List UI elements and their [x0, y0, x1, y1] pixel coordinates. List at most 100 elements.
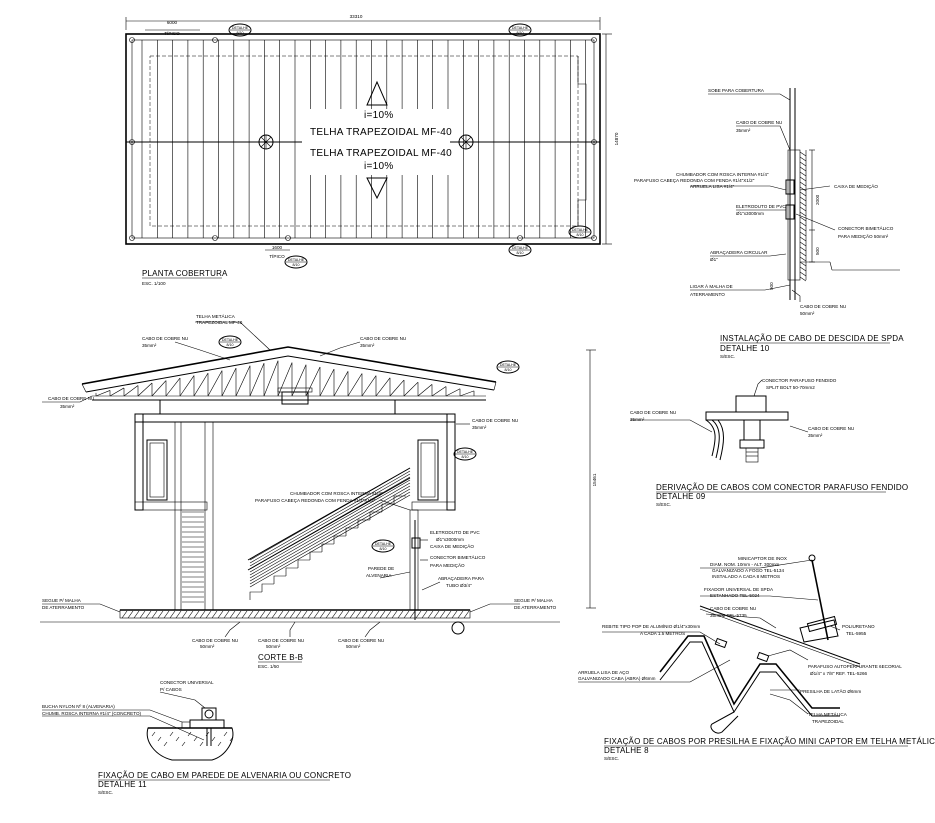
detail-09: CONECTOR PARAFUSO FENDIDO SPLIT BOLT 50-…	[630, 378, 908, 507]
sec-conector-1: CONECTOR BIMETÁLICO	[430, 554, 486, 560]
stair-step	[309, 551, 322, 560]
detail-bubble-bottom: 8/10	[517, 251, 524, 255]
sec-cabo-right: CABO DE COBRE NU	[472, 418, 518, 423]
d8-mini-3: GALVANIZADO A FOGO TEL-5134	[712, 568, 784, 573]
wall-hatch-line	[799, 266, 807, 272]
stair-step	[345, 527, 358, 536]
truss-diagonal	[459, 390, 475, 397]
wall-hatch-line	[799, 201, 807, 207]
d8-mini-2: DIAM. NOM. 10mm - ALT. 300mm	[710, 562, 780, 567]
ground-hatch-line	[373, 610, 380, 619]
stair-step	[321, 543, 334, 552]
plan-scale: ESC. 1/100	[142, 281, 166, 286]
wall-hatch-line	[799, 261, 807, 267]
wall-hatch-line	[799, 256, 807, 262]
ground-hatch-line	[337, 610, 344, 619]
detail-bubble-bottom: 8/10	[380, 547, 387, 551]
stair-step	[297, 559, 310, 568]
wall-hatch	[799, 150, 807, 282]
detail-08: MINICAPTOR DE INOX DIAM. NOM. 10mm - ALT…	[578, 554, 935, 761]
ground-hatch-line	[217, 610, 224, 619]
concrete-hatch-mark	[151, 731, 156, 737]
d10-ligar-2: ATERRAMENTO	[690, 292, 725, 297]
plan-roof-label-bottom: TELHA TRAPEZOIDAL MF-40	[310, 148, 452, 159]
wall-hatch-line	[799, 211, 807, 217]
d8-telha-2: TRAPEZOIDAL	[812, 719, 844, 724]
d9-conector: CONECTOR PARAFUSO FENDIDO	[762, 378, 837, 383]
wall-hatch-line	[799, 166, 807, 172]
sec-telha-2: TRAPEZOIDAL MF-40	[196, 320, 243, 325]
ground-hatch-line	[277, 610, 284, 619]
ground-hatch-line	[187, 610, 194, 619]
ground-hatch-line	[391, 610, 398, 619]
ground-hatch	[121, 610, 470, 619]
ground-hatch-line	[307, 610, 314, 619]
d10-scale: S/ESC.	[720, 354, 735, 359]
detail-bubble-bottom: 8/10	[293, 263, 300, 267]
ground-hatch-line	[463, 610, 470, 619]
d8-cabo: CABO DE COBRE NU	[710, 606, 756, 611]
ground-hatch-line	[271, 610, 278, 619]
ground-hatch-line	[457, 610, 464, 619]
ground-hatch-line	[415, 610, 422, 619]
truss-diagonal	[179, 375, 195, 397]
sec-parede-1: PAREDE DE	[368, 566, 394, 571]
truss-diagonal	[151, 380, 167, 397]
sec-cabo-bot-3: CABO DE COBRE NU	[338, 638, 384, 643]
concrete-hatch-mark	[199, 741, 204, 747]
detail-10: 2000 500 500 SOBE PARA COBERTURA CABO DE…	[634, 88, 904, 359]
ground-hatch-line	[151, 610, 158, 619]
stair-step	[285, 567, 298, 576]
truss-diagonal	[389, 379, 405, 397]
ground-hatch-line	[127, 610, 134, 619]
d8-fix-1: FIXADOR UNIVERSAL DE SPDA	[704, 587, 774, 592]
sec-cabo-left-top-size: 35mm²	[142, 343, 157, 348]
ground-hatch-line	[139, 610, 146, 619]
stair-step	[249, 591, 262, 600]
ground-hatch-line	[259, 610, 266, 619]
wall-hatch-line	[799, 171, 807, 177]
truss-diagonal	[333, 371, 349, 397]
ground-hatch-line	[319, 610, 326, 619]
detail-bubble-top: DETALHE	[512, 246, 529, 250]
d10-cabo-b: CABO DE COBRE NU	[800, 304, 846, 309]
d10-chumb-3: ARRUELA LISA #1/4"	[690, 184, 735, 189]
wall-hatch-line	[799, 176, 807, 182]
wall-hatch-line	[799, 186, 807, 192]
d10-dim-b: 500	[815, 247, 820, 255]
wall-hatch-line	[799, 236, 807, 242]
d11-title-1: FIXAÇÃO DE CABO EM PAREDE DE ALVENARIA O…	[98, 771, 351, 780]
stair-step	[261, 583, 274, 592]
ground-hatch-line	[451, 610, 458, 619]
detail-bubble-top: DETALHE	[512, 26, 529, 30]
ground-hatch-line	[211, 610, 218, 619]
wall-hatch-line	[799, 161, 807, 167]
sec-title: CORTE B-B	[258, 653, 303, 662]
concrete-hatch-mark	[223, 731, 228, 737]
concrete-hatch-mark	[229, 736, 234, 742]
ground-hatch-line	[133, 610, 140, 619]
concrete-hatch-mark	[193, 736, 198, 742]
sec-cabo-bot-1-size: 50mm²	[200, 644, 215, 649]
d9-cabo-left-size: 35mm²	[630, 417, 645, 422]
sec-telha-1: TELHA METÁLICA	[196, 313, 236, 319]
ground-hatch-line	[223, 610, 230, 619]
truss-diagonal	[207, 370, 223, 397]
ground-hatch-line	[343, 610, 350, 619]
plan-dim-bottom-a: 1600	[272, 245, 283, 250]
d10-chumb-2: PARAFUSO CABEÇA REDONDA COM FENDA #1/4"X…	[634, 178, 755, 183]
d8-fix-2: ESTANHADO TEL-5024	[710, 593, 760, 598]
concrete-hatch-mark	[181, 741, 186, 747]
truss-diagonal	[319, 369, 335, 397]
d10-eletro: ELETRODUTO DE PVC	[736, 204, 786, 209]
sec-caixa: CAIXA DE MEDIÇÃO	[430, 543, 474, 549]
wall-hatch-line	[799, 151, 807, 157]
plan-slope-bottom: i=10%	[364, 161, 394, 172]
ground-hatch-line	[289, 610, 296, 619]
d11-scale: S/ESC.	[98, 790, 113, 795]
d8-rebite-2: A CADA 1.5 METROS	[640, 631, 685, 636]
ground-hatch-line	[325, 610, 332, 619]
stair-handrail-line	[249, 488, 411, 582]
